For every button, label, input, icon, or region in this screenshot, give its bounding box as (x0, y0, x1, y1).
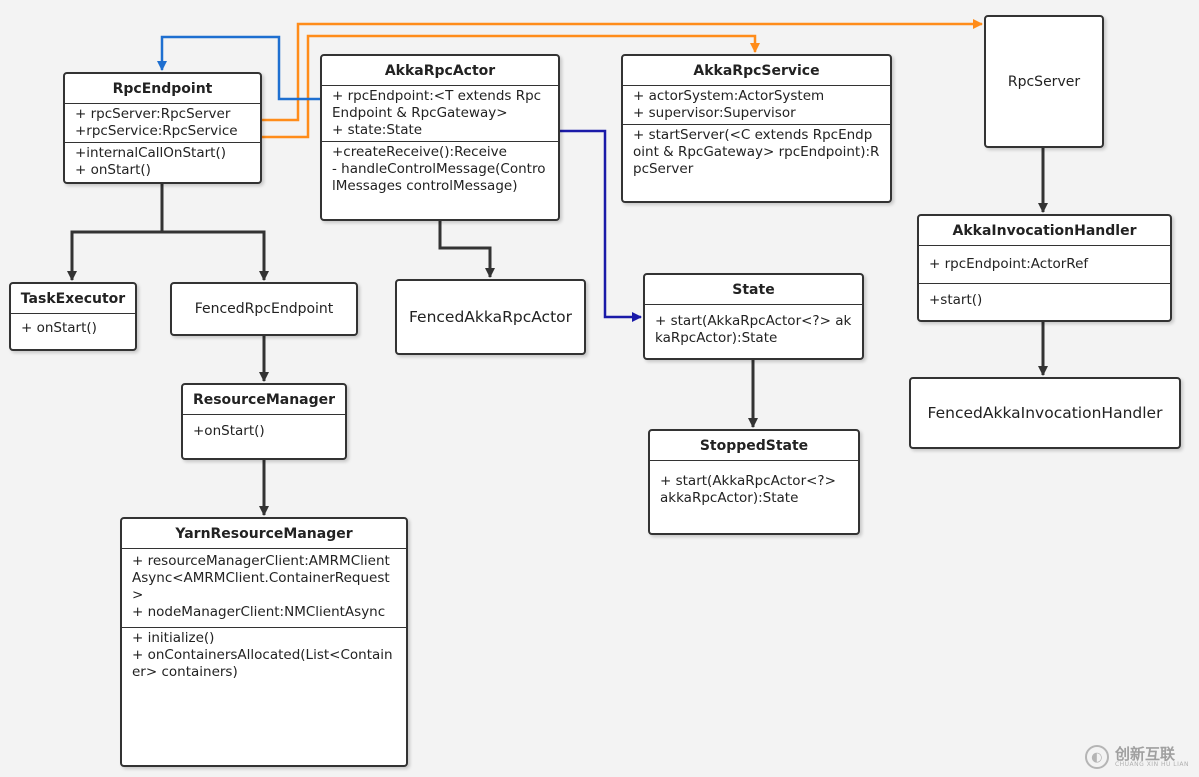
method: +createReceive():Receive (332, 144, 507, 160)
method: + startServer(<C extends RpcEndpoint & R… (633, 127, 880, 177)
attributes-section: + rpcEndpoint:ActorRef (919, 246, 1170, 284)
class-title: ResourceManager (183, 385, 345, 415)
watermark-text: 创新互联 (1114, 744, 1175, 763)
class-title: TaskExecutor (11, 284, 135, 314)
class-akkainvocationhandler[interactable]: AkkaInvocationHandler + rpcEndpoint:Acto… (917, 214, 1172, 322)
methods-section: + initialize() + onContainersAllocated(L… (122, 628, 406, 683)
method: +start() (929, 292, 983, 308)
swirl-logo-icon: ◐ (1084, 745, 1109, 769)
watermark: ◐ 创新互联 CHUANG XIN HU LIAN (1084, 744, 1189, 769)
attribute: + actorSystem:ActorSystem (633, 88, 825, 104)
class-title: FencedAkkaRpcActor (408, 308, 573, 326)
attribute: + rpcEndpoint:<T extends RpcEndpoint & R… (332, 88, 542, 121)
method: + onStart() (75, 162, 151, 178)
attribute: +rpcService:RpcService (75, 123, 238, 139)
class-yarnresourcemanager[interactable]: YarnResourceManager + resourceManagerCli… (120, 517, 408, 767)
class-resourcemanager[interactable]: ResourceManager +onStart() (181, 383, 347, 460)
methods-section: + start(AkkaRpcActor<?> akkaRpcActor):St… (650, 461, 858, 509)
watermark-subtext: CHUANG XIN HU LIAN (1114, 760, 1189, 768)
attribute: + rpcEndpoint:ActorRef (929, 256, 1089, 272)
class-akkarpcactor[interactable]: AkkaRpcActor + rpcEndpoint:<T extends Rp… (320, 54, 560, 221)
methods-section: +start() (919, 284, 1170, 311)
methods-section: +createReceive():Receive - handleControl… (322, 142, 558, 197)
class-fencedakkarpcactor[interactable]: FencedAkkaRpcActor (395, 279, 586, 355)
attributes-section: + rpcServer:RpcServer +rpcService:RpcSer… (65, 104, 260, 143)
attribute: + rpcServer:RpcServer (75, 106, 231, 122)
attribute: + resourceManagerClient:AMRMClientAsync<… (132, 553, 390, 603)
class-taskexecutor[interactable]: TaskExecutor + onStart() (9, 282, 137, 351)
class-rpcserver[interactable]: RpcServer (984, 15, 1104, 148)
attributes-section: + rpcEndpoint:<T extends RpcEndpoint & R… (322, 86, 558, 142)
method: +internalCallOnStart() (75, 145, 227, 161)
class-stoppedstate[interactable]: StoppedState + start(AkkaRpcActor<?> akk… (648, 429, 860, 535)
edge-akkarpcactor-fencedakkarpcactor (438, 221, 495, 278)
class-fencedakkainvocationhandler[interactable]: FencedAkkaInvocationHandler (909, 377, 1181, 449)
methods-section: +internalCallOnStart() + onStart() (65, 143, 260, 181)
class-title: AkkaRpcService (623, 56, 890, 86)
edge-rpcendpoint-taskexecutor (67, 184, 164, 281)
class-rpcendpoint[interactable]: RpcEndpoint + rpcServer:RpcServer +rpcSe… (63, 72, 262, 184)
method: - handleControlMessage(ControlMessages c… (332, 161, 546, 194)
attribute: + nodeManagerClient:NMClientAsync (132, 604, 386, 620)
method: +onStart() (193, 423, 265, 439)
method: + start(AkkaRpcActor<?> akkaRpcActor):St… (660, 473, 841, 506)
class-title: FencedRpcEndpoint (194, 301, 334, 317)
class-title: FencedAkkaInvocationHandler (927, 404, 1163, 422)
class-title: State (645, 275, 862, 305)
attributes-section: + actorSystem:ActorSystem + supervisor:S… (623, 86, 890, 125)
class-title: RpcEndpoint (65, 74, 260, 104)
class-state[interactable]: State + start(AkkaRpcActor<?> akkaRpcAct… (643, 273, 864, 360)
methods-section: + startServer(<C extends RpcEndpoint & R… (623, 125, 890, 180)
class-title: AkkaInvocationHandler (919, 216, 1170, 246)
methods-section: +onStart() (183, 415, 345, 442)
method: + start(AkkaRpcActor<?> akkaRpcActor):St… (655, 313, 852, 346)
class-title: RpcServer (1007, 73, 1081, 90)
class-title: StoppedState (650, 431, 858, 461)
watermark-text-group: 创新互联 CHUANG XIN HU LIAN (1114, 744, 1189, 768)
attribute: + supervisor:Supervisor (633, 105, 796, 121)
attribute: + state:State (332, 122, 423, 138)
class-title: AkkaRpcActor (322, 56, 558, 86)
methods-section: + start(AkkaRpcActor<?> akkaRpcActor):St… (645, 305, 862, 349)
edge-rpcendpoint-fencedrpcendpoint (162, 230, 269, 281)
methods-section: + onStart() (11, 314, 135, 339)
method: + initialize() (132, 630, 215, 646)
class-akkarpcservice[interactable]: AkkaRpcService + actorSystem:ActorSystem… (621, 54, 892, 203)
method: + onContainersAllocated(List<Container> … (132, 647, 393, 680)
class-fencedrpcendpoint[interactable]: FencedRpcEndpoint (170, 282, 358, 336)
attributes-section: + resourceManagerClient:AMRMClientAsync<… (122, 549, 406, 628)
method: + onStart() (21, 320, 97, 336)
class-title: YarnResourceManager (122, 519, 406, 549)
